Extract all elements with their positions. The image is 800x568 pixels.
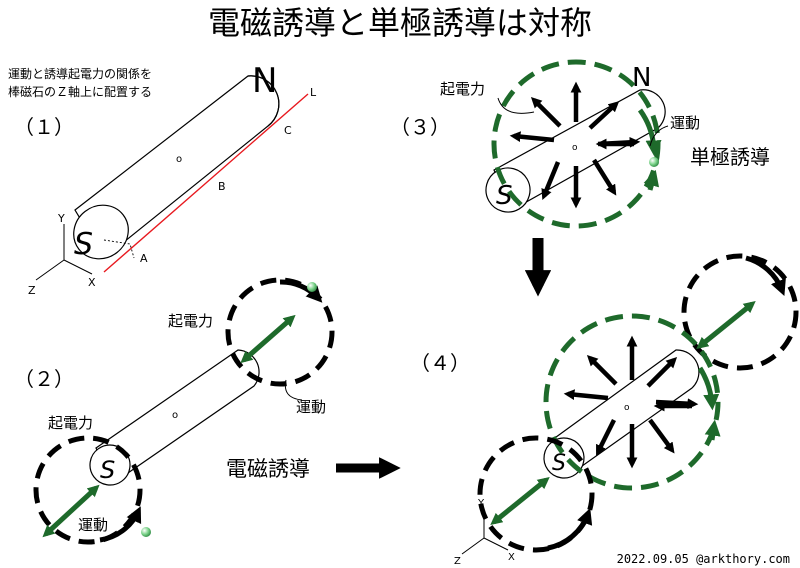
emf-arrow-top-2 [240,314,296,364]
loop-top-right-4 [681,253,799,371]
panel-1: 運動と誘導起電力の関係を 棒磁石のＺ軸上に配置する （１） N S o A B … [8,61,317,297]
south-pole-label-1: S [74,227,93,262]
motion-label-top-2: 運動 [296,398,326,416]
loop-top-2 [225,277,335,387]
north-pole-label-1: N [252,61,277,101]
point-a: A [140,252,148,265]
motion-label-3: 運動 [670,114,700,132]
charge-ball-top-2 [307,282,317,292]
charge-ball-bottom-2 [141,527,151,537]
note-line-2: 棒磁石のＺ軸上に配置する [8,84,152,99]
loop-bottom-2 [33,435,143,545]
south-pole-label-2: S [100,456,115,484]
axis-y-1: Y [57,212,65,225]
emf-label-bottom-2: 起電力 [48,414,93,432]
unipolar-label: 単極誘導 [690,145,770,169]
point-c: C [284,124,292,137]
em-induction-label: 電磁誘導 [226,457,310,481]
panel-2-label: （２） [14,367,74,391]
panel-4: （４） S o [410,253,799,567]
panel-3-label: （３） [390,115,450,139]
axis-z-1: Z [28,284,36,297]
emf-label-top-2: 起電力 [168,312,213,330]
bar-magnet-1 [73,75,280,260]
motion-label-bottom-2: 運動 [78,516,108,534]
axis-y-4: Y [477,498,485,509]
axes-4 [461,508,509,555]
panel-1-label: （１） [14,115,74,139]
emf-arrow-bottom-2 [42,484,100,538]
axes-1 [35,224,93,281]
center-mark-1: o [176,154,182,165]
center-mark-2: o [172,410,178,421]
charge-ball-3 [649,157,659,167]
south-pole-label-4: S [552,451,566,476]
panel-2: （２） S o 起電力 運動 起電力 運動 [14,277,335,545]
emf-label-3: 起電力 [440,80,485,98]
axis-x-4: X [508,552,515,563]
axis-z-4: Z [454,556,461,567]
bar-magnet-4 [543,349,700,479]
south-pole-label-3: S [496,181,513,211]
panel-4-label: （４） [410,351,470,375]
axis-x-1: X [88,276,96,289]
point-l: L [310,86,317,99]
loop-bottom-left-4 [477,435,595,553]
note-line-1: 運動と誘導起電力の関係を [8,67,152,81]
radial-arrows-3 [509,81,641,209]
north-pole-label-3: N [632,63,651,93]
page-title: 電磁誘導と単極誘導は対称 [208,4,592,42]
center-mark-3: o [572,143,578,153]
center-mark-4: o [624,403,630,413]
panel-3: （３） N S o 起電力 運動 単極誘導 [390,59,770,229]
point-b: B [218,180,226,193]
credit: 2022.09.05 @arkthory.com [617,552,790,566]
red-line [103,93,309,273]
